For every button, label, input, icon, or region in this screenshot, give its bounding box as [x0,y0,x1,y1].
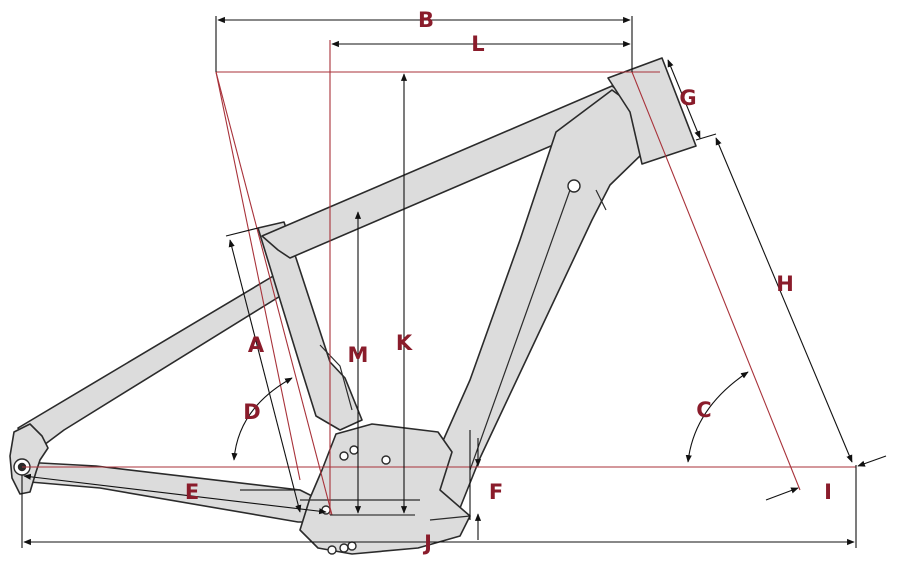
angle-arc-D [231,377,293,461]
dim-line-I [765,487,799,501]
label-I: I [824,480,832,504]
label-C: C [696,398,711,422]
bolt [339,543,349,553]
chain-stay [21,461,331,523]
cable-port [567,179,581,193]
seat-tube [257,221,363,431]
ref-seat-axis [215,71,333,516]
bolt [321,505,331,515]
label-G: G [679,86,696,110]
label-B: B [418,8,434,32]
dim-line-H [715,137,853,463]
bolt [339,451,349,461]
dimension-lines [21,16,887,548]
bolt [381,455,391,465]
label-H: H [776,272,794,296]
bolt [347,541,357,551]
label-K: K [396,331,413,355]
dim-line-E [23,473,327,515]
label-D: D [243,400,260,424]
dim-line-G [667,59,701,139]
bolt [349,445,359,455]
label-F: F [489,480,503,504]
dimension-labels: B L G H K M A D C E F I J [185,8,832,555]
label-L: L [471,32,484,56]
label-E: E [185,480,199,504]
label-J: J [422,531,432,555]
label-M: M [348,343,369,367]
bolt [327,545,337,555]
ref-steer-axis [631,71,801,491]
label-A: A [248,333,265,357]
motor-bolts [13,179,581,555]
angle-arc-C [685,371,749,463]
bike-frame [9,57,697,555]
dim-line-A [228,239,302,513]
seat-stay [17,271,291,453]
rear-dropout [9,423,49,495]
